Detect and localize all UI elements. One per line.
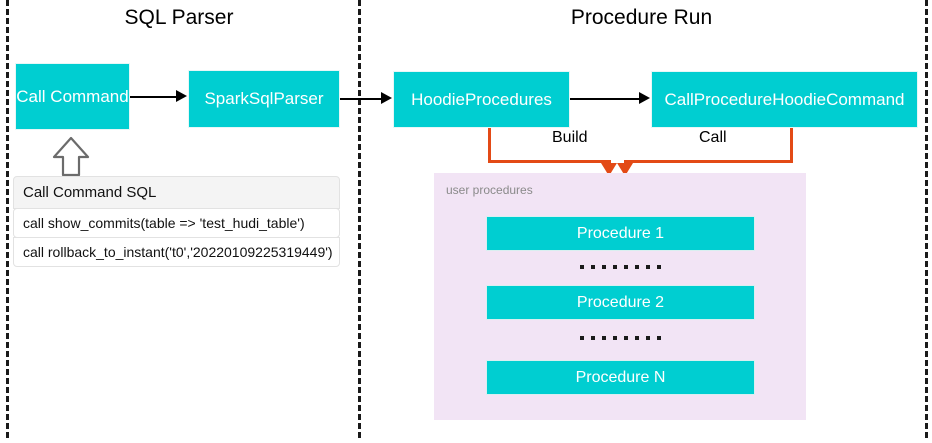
section-title-procedure-run: Procedure Run: [570, 6, 713, 29]
arrow-head-icon: [176, 90, 187, 102]
dot-icon: [591, 265, 595, 269]
ellipsis-separator-2: [486, 333, 755, 343]
dot-icon: [602, 336, 606, 340]
dot-icon: [580, 336, 584, 340]
dot-icon: [613, 265, 617, 269]
dot-icon: [602, 265, 606, 269]
procedure-item-1[interactable]: Procedure 1: [486, 216, 755, 251]
dot-icon: [624, 265, 628, 269]
procedure-item-2[interactable]: Procedure 2: [486, 285, 755, 320]
arrow-hoodie-procedures-to-call-command-node: [570, 98, 640, 100]
procedure-item-n[interactable]: Procedure N: [486, 360, 755, 395]
dot-icon: [657, 265, 661, 269]
edge-label-call: Call: [694, 129, 732, 147]
dot-icon: [646, 265, 650, 269]
call-connector-horizontal: [624, 160, 793, 163]
section-title-sql-parser: SQL Parser: [124, 6, 234, 29]
build-connector-horizontal: [488, 160, 611, 163]
user-procedures-panel: user procedures Procedure 1 Procedure 2 …: [434, 173, 806, 420]
ellipsis-separator-1: [486, 262, 755, 272]
dot-icon: [591, 336, 595, 340]
node-hoodie-procedures[interactable]: HoodieProcedures: [393, 71, 570, 128]
dot-icon: [580, 265, 584, 269]
build-arrow-head-icon: [601, 163, 617, 176]
dot-icon: [635, 265, 639, 269]
dot-icon: [657, 336, 661, 340]
table-row[interactable]: call rollback_to_instant('t0','202201092…: [13, 237, 340, 267]
table-row[interactable]: call show_commits(table => 'test_hudi_ta…: [13, 208, 340, 238]
call-connector-vertical-stem: [790, 128, 793, 163]
arrow-head-icon: [639, 92, 650, 104]
table-header-call-command-sql: Call Command SQL: [13, 176, 340, 209]
arrow-spark-parser-to-hoodie-procedures: [340, 98, 382, 100]
divider-middle: [358, 0, 361, 438]
dot-icon: [613, 336, 617, 340]
edge-label-build: Build: [547, 129, 593, 147]
divider-left: [6, 0, 9, 438]
dot-icon: [646, 336, 650, 340]
build-connector-vertical-stem: [488, 128, 491, 163]
call-arrow-head-icon: [617, 163, 633, 176]
node-call-procedure-hoodie-command[interactable]: CallProcedureHoodieCommand: [651, 71, 918, 128]
node-spark-sql-parser[interactable]: SparkSqlParser: [188, 70, 340, 128]
arrow-head-icon: [381, 92, 392, 104]
call-command-sql-table: Call Command SQL call show_commits(table…: [13, 176, 340, 267]
hollow-up-arrow-icon: [52, 136, 90, 176]
node-call-command[interactable]: Call Command: [15, 63, 130, 130]
divider-right: [925, 0, 928, 438]
arrow-call-command-to-spark-parser: [130, 96, 177, 98]
dot-icon: [624, 336, 628, 340]
user-procedures-label: user procedures: [446, 183, 533, 197]
dot-icon: [635, 336, 639, 340]
